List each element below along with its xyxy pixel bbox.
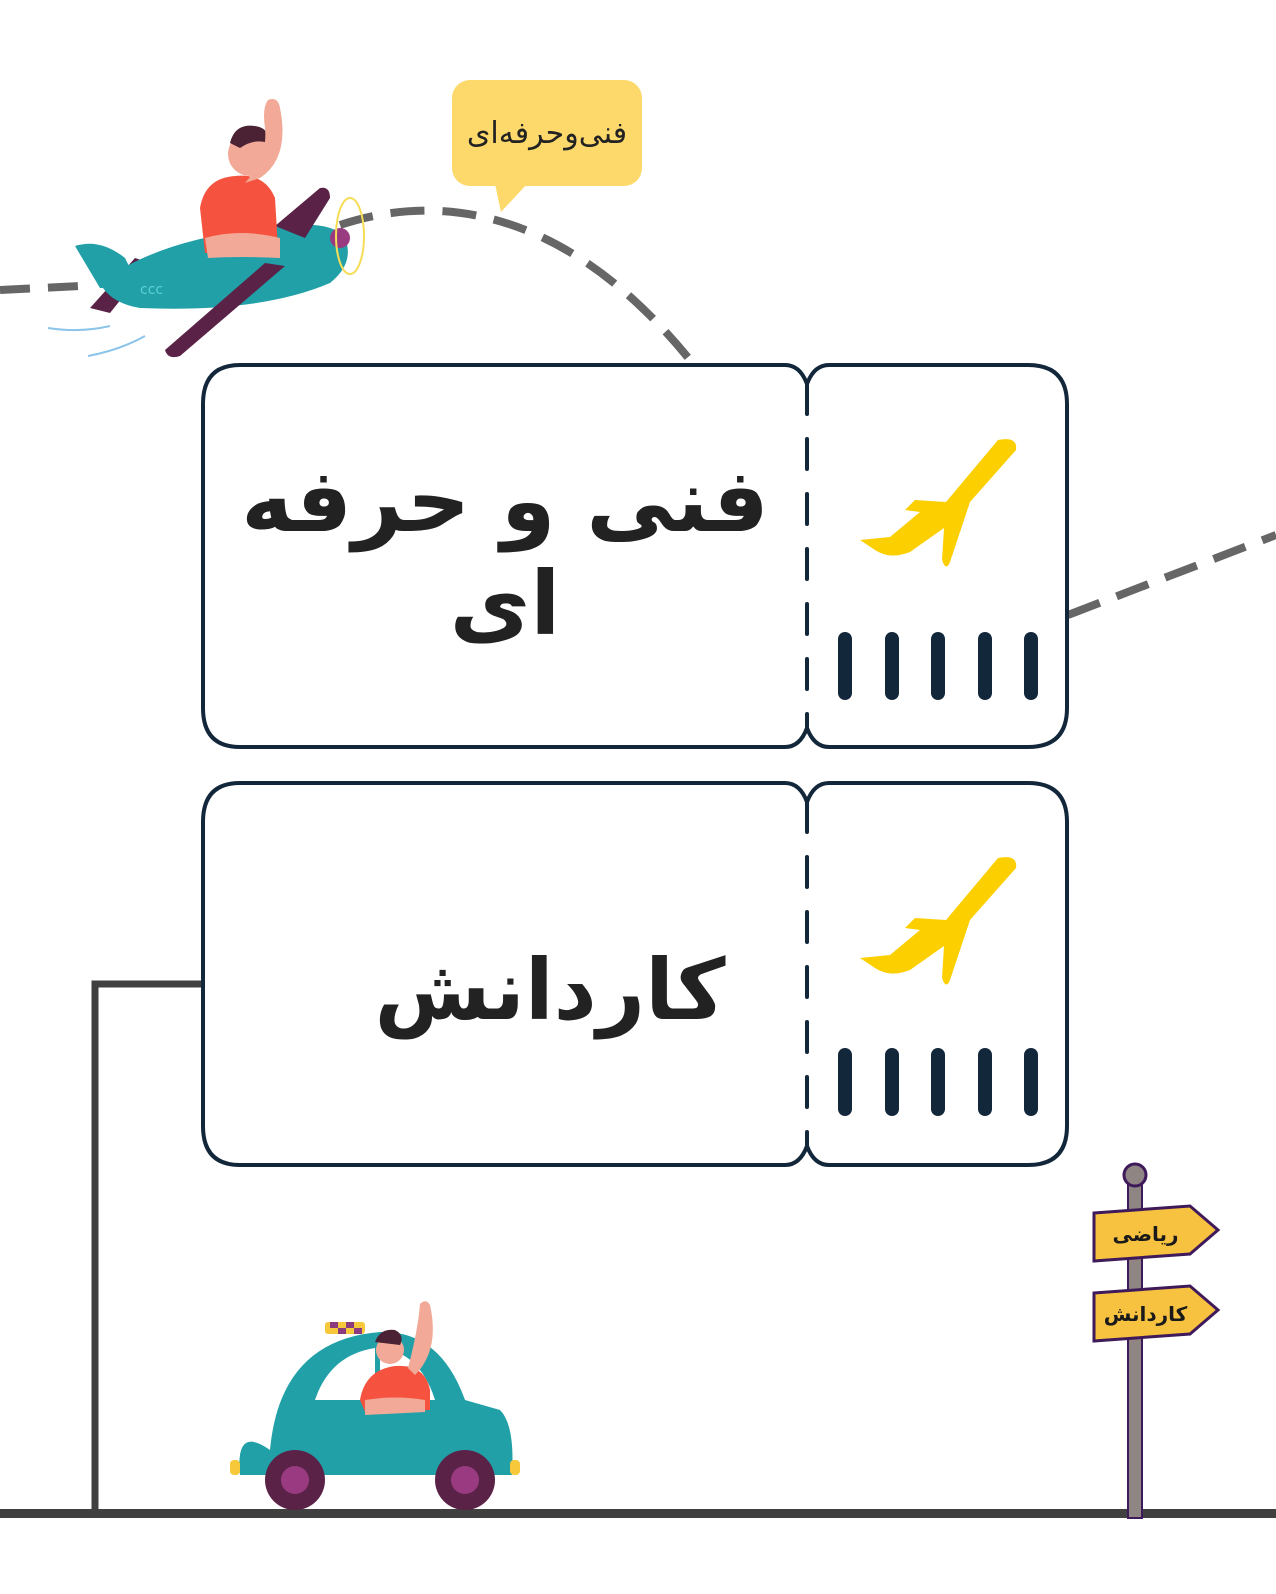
sign-board-2: کاردانش: [1103, 1302, 1188, 1326]
speech-bubble: فنی‌وحرفه‌ای: [452, 80, 642, 186]
barcode: [838, 632, 1038, 700]
pilot-airplane-illustration: ccc: [47, 99, 365, 358]
dashed-flight-path-arc: [338, 206, 694, 363]
ground-line: [0, 1509, 1276, 1518]
sign-board-1-shape: [1092, 1204, 1221, 1263]
ticket-1-label: فنی و حرفه ای: [241, 449, 769, 655]
speech-bubble-tail: [495, 184, 527, 212]
signpost: ریاضی کاردانش: [1090, 1160, 1240, 1520]
svg-text:ccc: ccc: [140, 282, 163, 298]
barcode: [838, 1048, 1038, 1116]
sign-board-2-shape: [1092, 1284, 1221, 1343]
ticket-1[interactable]: فنی و حرفه ای: [200, 362, 1070, 750]
dashed-flight-path-left: [0, 282, 81, 294]
dashed-flight-path-right: [1066, 531, 1276, 619]
ticket-2[interactable]: کاردانش: [200, 780, 1070, 1168]
sign-board-1: ریاضی: [1112, 1222, 1179, 1246]
signpost-pole: [1092, 1162, 1221, 1519]
ticket-2-label: کاردانش: [374, 941, 726, 1039]
speech-bubble-text: فنی‌وحرفه‌ای: [466, 115, 628, 151]
airplane-takeoff-icon: [860, 439, 1017, 567]
airplane-takeoff-icon: [860, 857, 1017, 985]
taxi-car-illustration: [230, 1301, 520, 1510]
